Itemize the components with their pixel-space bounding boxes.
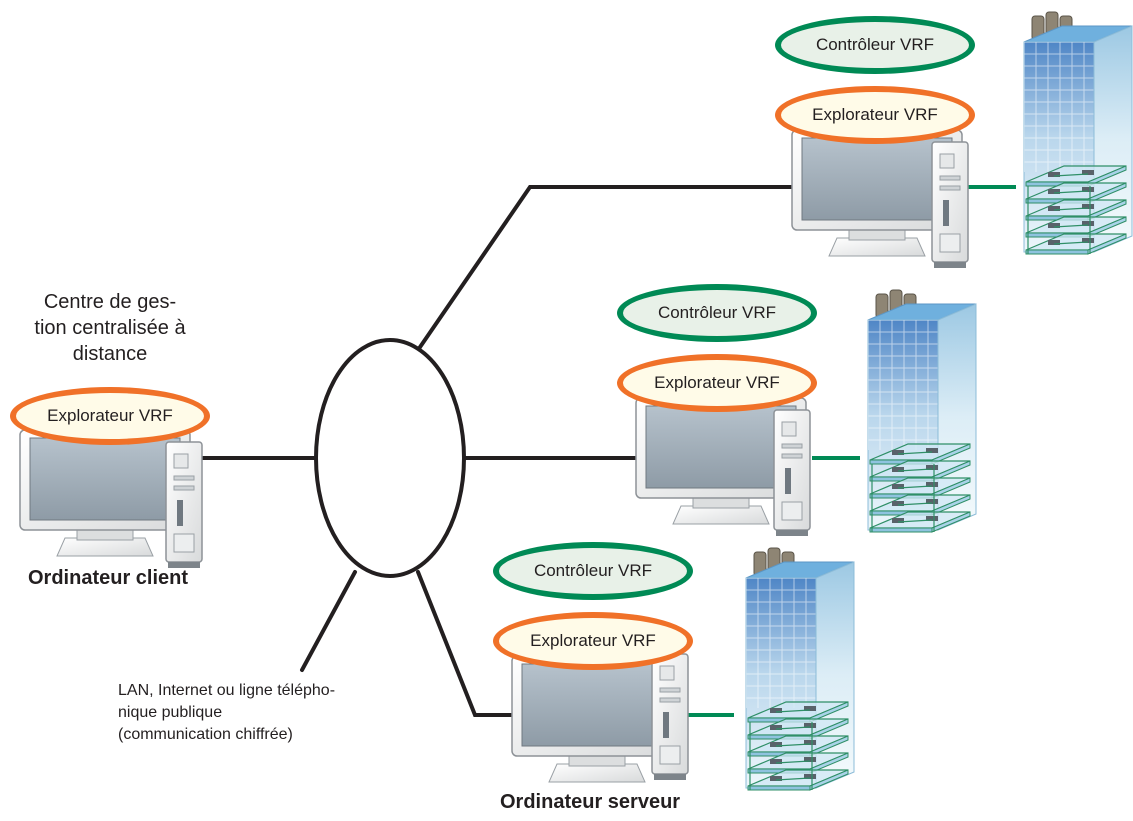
client-heading: Centre de ges- tion centralisée à distan…: [10, 289, 210, 367]
site-1-controller-badge: Contrôleur VRF: [775, 16, 975, 74]
site-1-explorer-badge: Explorateur VRF: [775, 86, 975, 144]
site-2-explorer-badge: Explorateur VRF: [617, 354, 817, 412]
network-note-line: (communication chiffrée): [118, 726, 293, 743]
note-leader: [300, 570, 357, 672]
client-explorer-badge: Explorateur VRF: [10, 387, 210, 445]
client-heading-line: tion centralisée à: [34, 317, 186, 339]
server-caption: Ordinateur serveur: [500, 791, 681, 813]
link-site-1: [416, 185, 797, 352]
site-3-controller-badge: Contrôleur VRF: [493, 542, 693, 600]
link-site-3: [416, 570, 517, 717]
monitor-icon: [19, 429, 191, 557]
tower-pc-icon: [931, 141, 969, 269]
building-icon: [746, 548, 854, 790]
network-note-line: nique publique: [118, 704, 223, 721]
network-note: LAN, Internet ou ligne télépho- nique pu…: [118, 680, 335, 746]
network-cloud: [314, 338, 466, 578]
network-note-line: LAN, Internet ou ligne télépho-: [118, 682, 336, 699]
tower-pc-icon: [165, 441, 203, 569]
site-3-explorer-badge: Explorateur VRF: [493, 612, 693, 670]
network-lines: [201, 185, 797, 717]
site-2-controller-badge: Contrôleur VRF: [617, 284, 817, 342]
building-icon: [1024, 12, 1132, 254]
client-heading-line: Centre de ges-: [43, 291, 177, 313]
tower-pc-icon: [651, 653, 689, 781]
client-heading-line: distance: [72, 343, 148, 365]
building-icon: [868, 290, 976, 532]
client-computer: [19, 429, 203, 569]
client-caption: Ordinateur client: [28, 567, 189, 589]
tower-pc-icon: [773, 409, 811, 537]
